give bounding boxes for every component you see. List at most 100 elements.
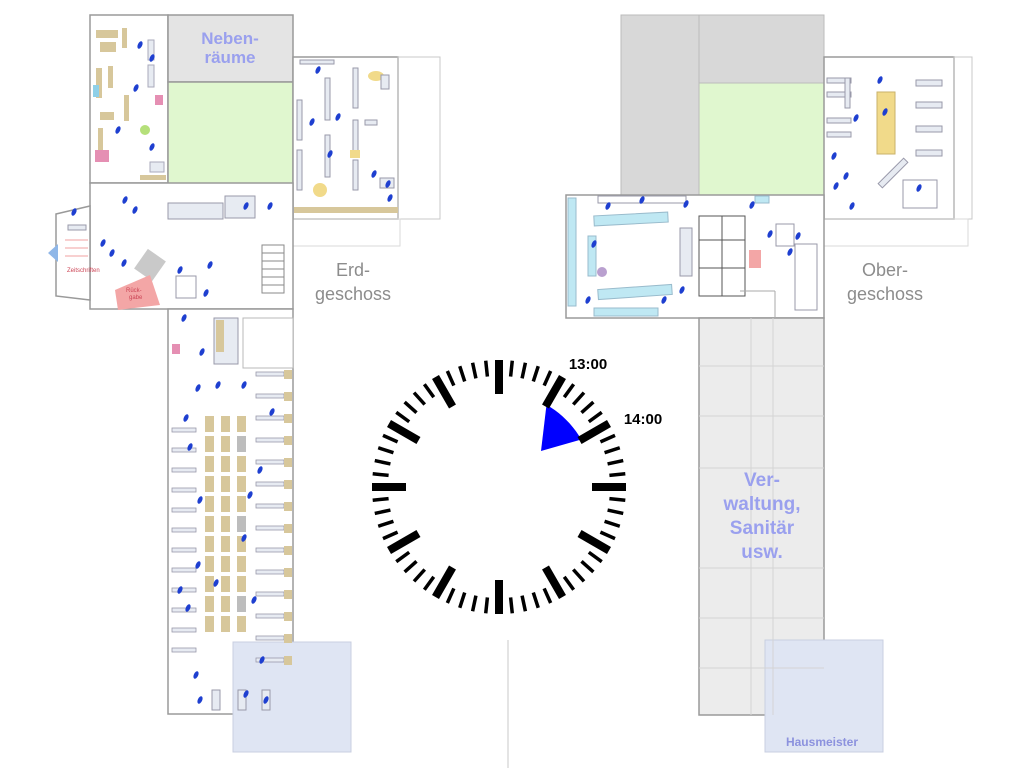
table — [284, 370, 292, 379]
clock-minute-tick — [445, 370, 456, 387]
person-marker — [605, 202, 611, 210]
person-marker — [309, 118, 315, 126]
shelf — [171, 567, 197, 573]
person-marker — [71, 208, 77, 216]
caretaker-label: Hausmeister — [786, 735, 858, 749]
clock-minute-tick — [520, 595, 528, 612]
administration-label-line1: Ver- — [744, 470, 780, 491]
clock-minute-tick — [604, 446, 621, 455]
shelf — [255, 635, 285, 641]
person-marker — [679, 286, 685, 294]
clock-minute-tick — [458, 365, 467, 382]
clock-minute-tick — [520, 362, 528, 379]
desk — [237, 596, 246, 612]
person-marker — [187, 443, 193, 451]
table — [284, 568, 292, 577]
desk — [205, 536, 214, 552]
table — [284, 634, 292, 643]
clock-hour-tick — [432, 375, 456, 409]
clock-minute-tick — [403, 559, 418, 574]
person-marker — [241, 381, 247, 389]
desk — [221, 596, 230, 612]
person-marker — [121, 259, 127, 267]
person-marker — [137, 41, 143, 49]
desk — [205, 596, 214, 612]
clock-minute-tick — [571, 568, 586, 583]
person-marker — [259, 656, 265, 664]
desk — [205, 556, 214, 572]
person-marker — [385, 180, 391, 188]
person-marker — [195, 561, 201, 569]
shelf — [171, 447, 197, 453]
shelf — [171, 467, 197, 473]
courtyard-upper — [698, 82, 825, 196]
administration-grid — [699, 318, 824, 715]
ground-floor-label-line2: geschoss — [315, 284, 391, 304]
desk — [237, 556, 246, 572]
furniture-hall: Rück- gabe Zeitschriften — [65, 195, 285, 310]
clock-minute-tick — [604, 519, 621, 528]
person-marker — [843, 172, 849, 180]
clock-minute-tick — [458, 592, 467, 609]
table — [284, 480, 292, 489]
entrance-arrow-icon — [48, 244, 58, 262]
upper-floor-label-line1: Ober- — [862, 260, 908, 280]
person-marker — [132, 206, 138, 214]
person-marker — [267, 202, 273, 210]
desk — [221, 476, 230, 492]
person-marker — [371, 170, 377, 178]
clock-minute-tick — [382, 433, 399, 444]
person-marker — [585, 296, 591, 304]
desk — [205, 456, 214, 472]
clock-minute-tick — [580, 559, 595, 574]
ground-floor-label-line1: Erd- — [336, 260, 370, 280]
clock-minute-tick — [403, 400, 418, 415]
clock-hour-tick — [542, 565, 566, 599]
upper-floor-plan: Ober- geschoss Ver- waltung, Sanitär usw… — [565, 14, 973, 753]
grey-block-north — [698, 14, 825, 84]
clock-minute-tick — [609, 471, 626, 478]
side-rooms-label-line2: räume — [204, 48, 255, 67]
desk — [205, 476, 214, 492]
person-marker — [115, 126, 121, 134]
desk — [237, 616, 246, 632]
shelf — [237, 689, 247, 711]
person-marker — [882, 108, 888, 116]
person-marker — [795, 232, 801, 240]
person-marker — [213, 579, 219, 587]
clock-minute-tick — [542, 587, 553, 604]
person-marker — [122, 196, 128, 204]
person-marker — [177, 266, 183, 274]
side-rooms-label-line1: Neben- — [201, 29, 259, 48]
blue-area-right — [764, 639, 884, 753]
shelf — [171, 627, 197, 633]
stair-room — [242, 317, 294, 369]
clock-minute-tick — [382, 530, 399, 541]
ground-floor-plan: Rück- gabe Zeitschriften Neben- räume Er… — [48, 14, 441, 753]
person-marker — [215, 381, 221, 389]
shelf — [171, 587, 197, 593]
desk — [205, 616, 214, 632]
person-marker — [787, 248, 793, 256]
person-marker — [133, 84, 139, 92]
clock-minute-tick — [395, 550, 411, 564]
person-marker — [183, 414, 189, 422]
person-marker — [177, 586, 183, 594]
shelf — [171, 507, 197, 513]
desk — [221, 416, 230, 432]
clock-minute-tick — [587, 550, 603, 564]
person-marker — [193, 671, 199, 679]
clock-minute-tick — [531, 592, 540, 609]
clock-minute-tick — [609, 496, 626, 503]
clock-minute-tick — [508, 597, 515, 614]
table — [284, 458, 292, 467]
clock-minute-tick — [372, 471, 389, 478]
clock-minute-tick — [571, 391, 586, 406]
desk — [221, 576, 230, 592]
person-marker — [185, 604, 191, 612]
side-rooms-block — [167, 14, 294, 83]
clock-minute-tick — [542, 370, 553, 387]
person-marker — [241, 534, 247, 542]
desk — [237, 456, 246, 472]
